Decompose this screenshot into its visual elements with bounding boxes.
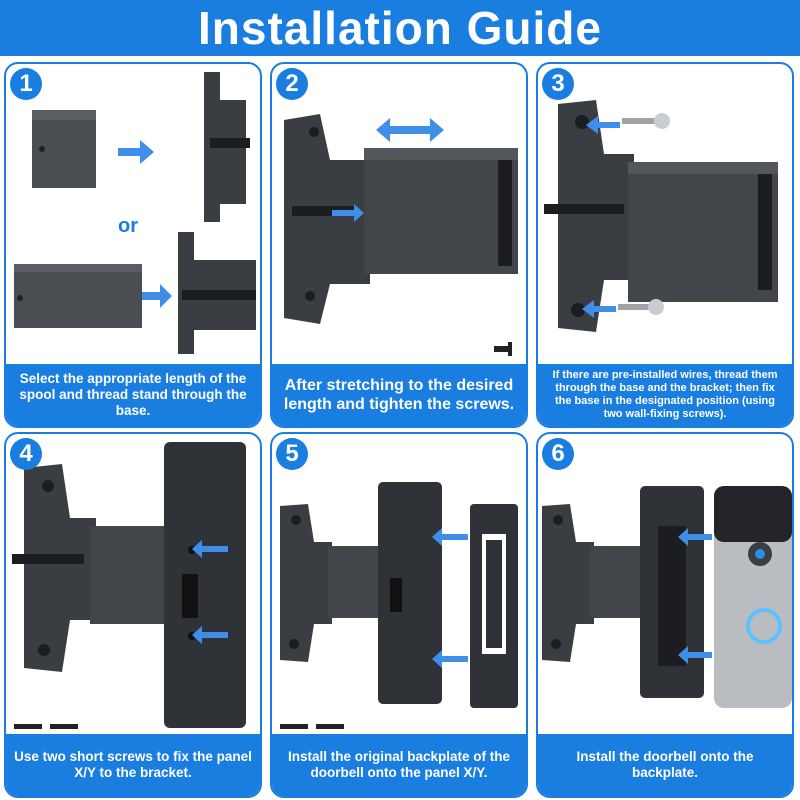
- arrow-right-icon: [332, 204, 364, 222]
- step-card-2: 2 After stretching to the desired length…: [270, 62, 528, 428]
- step-card-1: 1 or Select the: [4, 62, 262, 428]
- step-number-badge: 3: [542, 68, 574, 100]
- screw-icon: [14, 724, 78, 729]
- step-card-5: 5 Install the original back: [270, 432, 528, 798]
- step-2-illustration: [284, 114, 518, 356]
- step-6-illustration: [542, 486, 792, 708]
- double-arrow-icon: [376, 118, 444, 142]
- step-caption: If there are pre-installed wires, thread…: [538, 364, 792, 426]
- step-caption: After stretching to the desired length a…: [272, 364, 526, 426]
- or-label: or: [118, 215, 138, 237]
- step-card-3: 3 If there are pre-installed wires, t: [536, 62, 794, 428]
- mounting-panel: [164, 442, 246, 728]
- bracket-assembly: [544, 100, 778, 332]
- step-number-badge: 6: [542, 438, 574, 470]
- step-card-6: 6 Install the doorbell onto the backp: [536, 432, 794, 798]
- arrow-right-icon: [192, 626, 228, 644]
- title-banner: Installation Guide: [0, 0, 800, 56]
- bracket-assembly: [284, 114, 518, 324]
- step-5-illustration: [280, 482, 518, 729]
- step-number-badge: 2: [276, 68, 308, 100]
- arrow-right-icon: [678, 646, 712, 664]
- step-1-illustration: or: [14, 72, 256, 354]
- step-caption: Select the appropriate length of the spo…: [6, 364, 260, 426]
- mounting-panel: [378, 482, 442, 704]
- screw-icon: [618, 299, 664, 315]
- bracket-assembly: [542, 504, 646, 662]
- page-title: Installation Guide: [198, 2, 602, 54]
- step-caption: Use two short screws to fix the panel X/…: [6, 734, 260, 796]
- screw-icon: [622, 113, 670, 129]
- step-caption: Install the original backplate of the do…: [272, 734, 526, 796]
- step-number-badge: 1: [10, 68, 42, 100]
- step-card-4: 4 Use two short screws to fix the pan: [4, 432, 262, 798]
- mounting-panel: [640, 486, 704, 698]
- arrow-right-icon: [432, 528, 468, 546]
- arrow-right-icon: [678, 528, 712, 546]
- base-bracket-bottom: [178, 232, 256, 354]
- arrow-right-icon: [118, 140, 154, 164]
- step-caption: Install the doorbell onto the backplate.: [538, 734, 792, 796]
- doorbell-backplate: [470, 504, 518, 708]
- arrow-right-icon: [142, 284, 172, 308]
- step-4-illustration: [12, 442, 246, 729]
- screw-icon: [494, 342, 512, 356]
- base-bracket-top: [204, 72, 250, 222]
- short-spool: [32, 110, 96, 188]
- screw-icon: [280, 724, 344, 729]
- doorbell: [714, 486, 792, 708]
- step-3-illustration: [544, 100, 778, 332]
- arrow-right-icon: [586, 116, 620, 134]
- step-number-badge: 4: [10, 438, 42, 470]
- step-number-badge: 5: [276, 438, 308, 470]
- bracket-assembly: [12, 464, 170, 672]
- long-spool: [14, 264, 142, 328]
- bracket-assembly: [280, 504, 384, 662]
- arrow-right-icon: [432, 650, 468, 668]
- arrow-right-icon: [582, 300, 616, 318]
- arrow-right-icon: [192, 540, 228, 558]
